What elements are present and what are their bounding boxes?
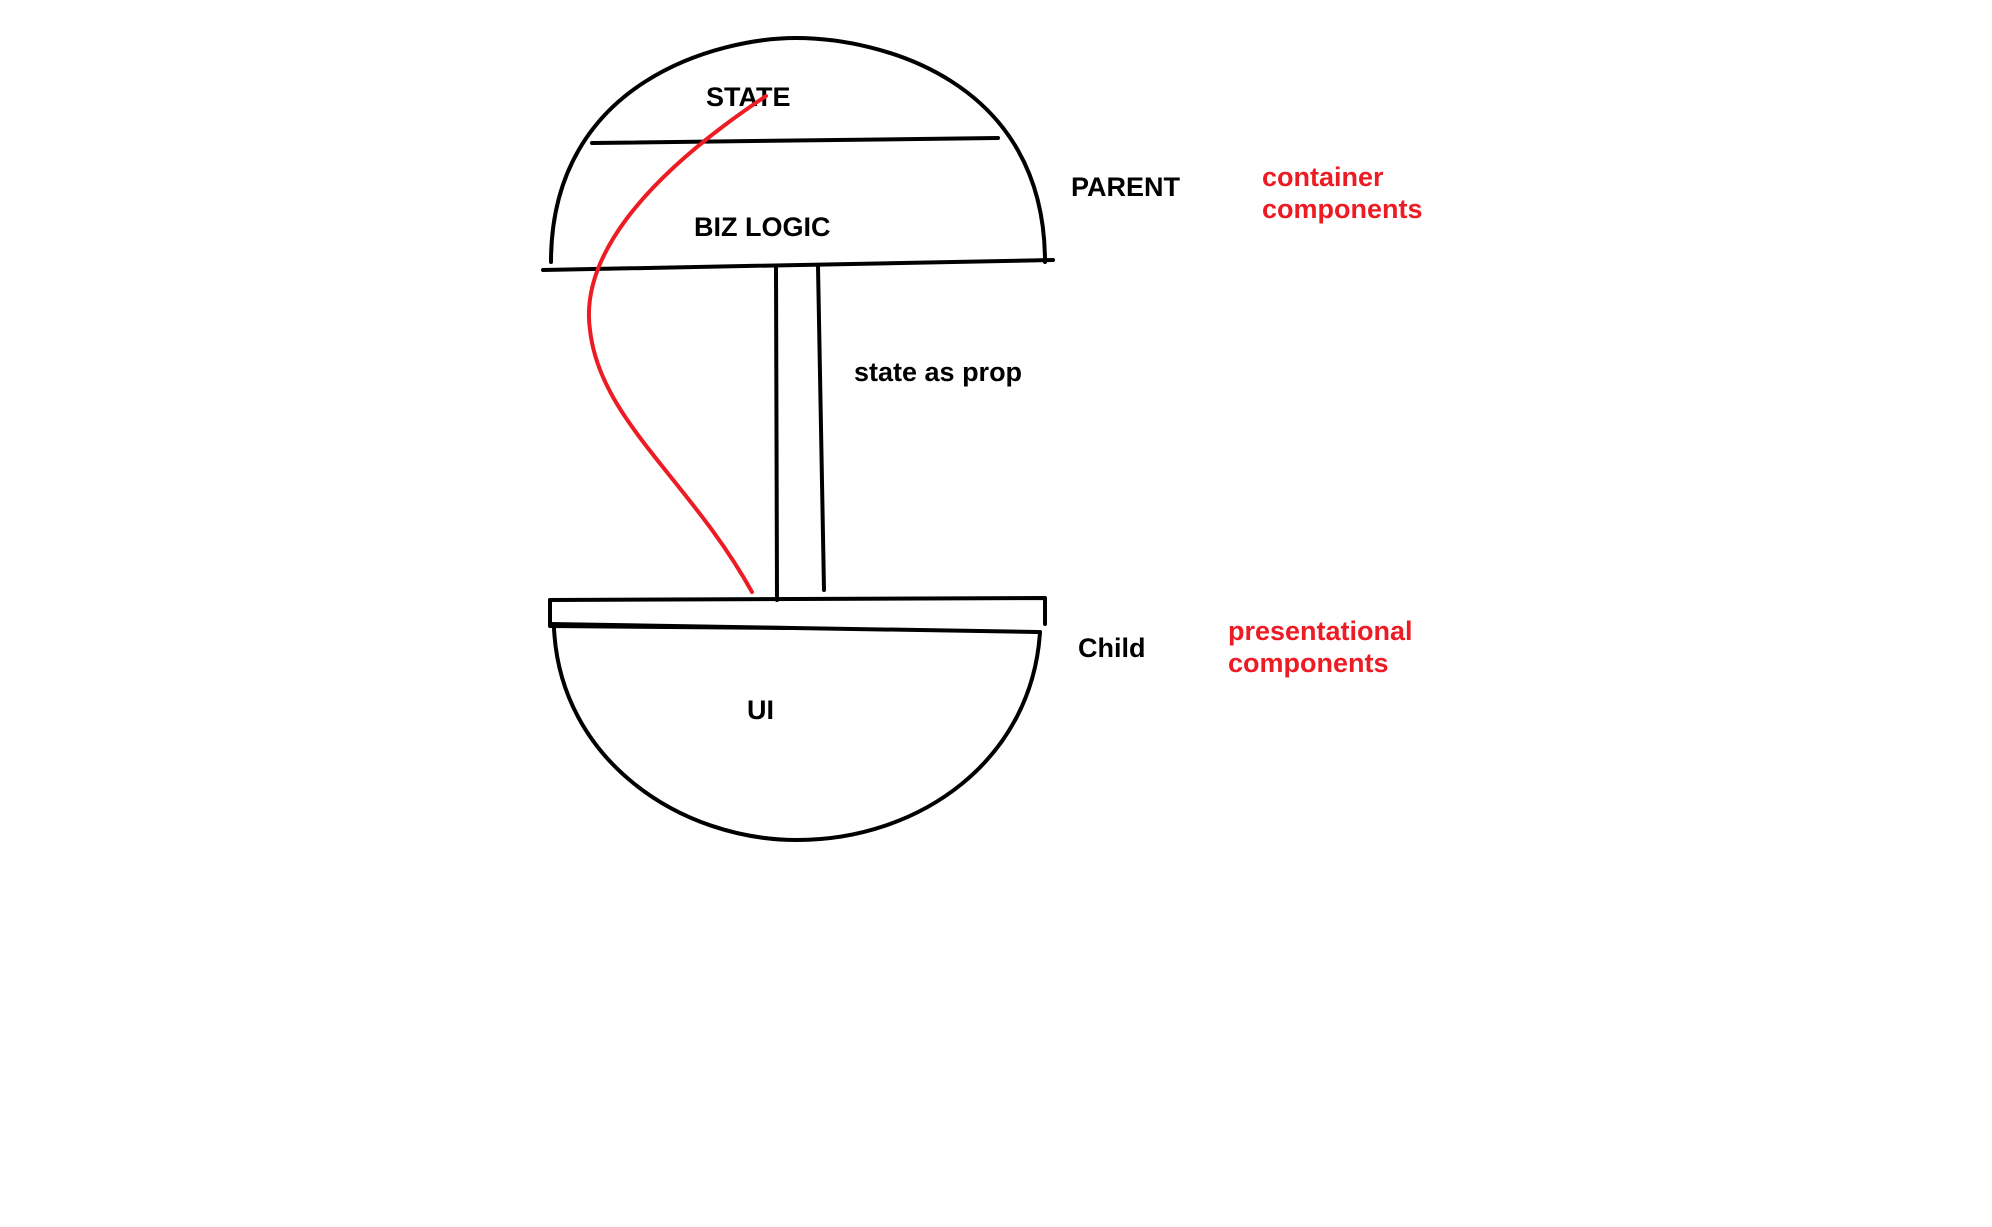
connector-right-edge — [816, 264, 826, 592]
connector-left-edge — [774, 264, 779, 602]
child-top-bar-inner-line — [548, 624, 792, 630]
parent-dome-outline — [549, 36, 1047, 264]
child-label: Child — [1078, 633, 1146, 663]
container-components-line1: container — [1262, 162, 1384, 192]
state-flow-curve — [586, 94, 768, 594]
child-bowl-outline — [552, 626, 1042, 842]
presentational-components-line2: components — [1228, 648, 1389, 678]
child-component: UI — [548, 596, 1047, 842]
biz-logic-section-label: BIZ LOGIC — [694, 212, 831, 242]
container-components-line2: components — [1262, 194, 1423, 224]
presentational-components-line1: presentational — [1228, 616, 1413, 646]
child-top-bar — [548, 596, 1047, 626]
prop-connector: state as prop — [774, 264, 1022, 602]
parent-component: STATE BIZ LOGIC — [541, 36, 1055, 272]
state-as-prop-label: state as prop — [854, 357, 1022, 387]
parent-state-divider — [590, 136, 1000, 145]
ui-section-label: UI — [747, 695, 774, 725]
parent-label: PARENT — [1071, 172, 1181, 202]
parent-base-line — [541, 258, 1055, 272]
